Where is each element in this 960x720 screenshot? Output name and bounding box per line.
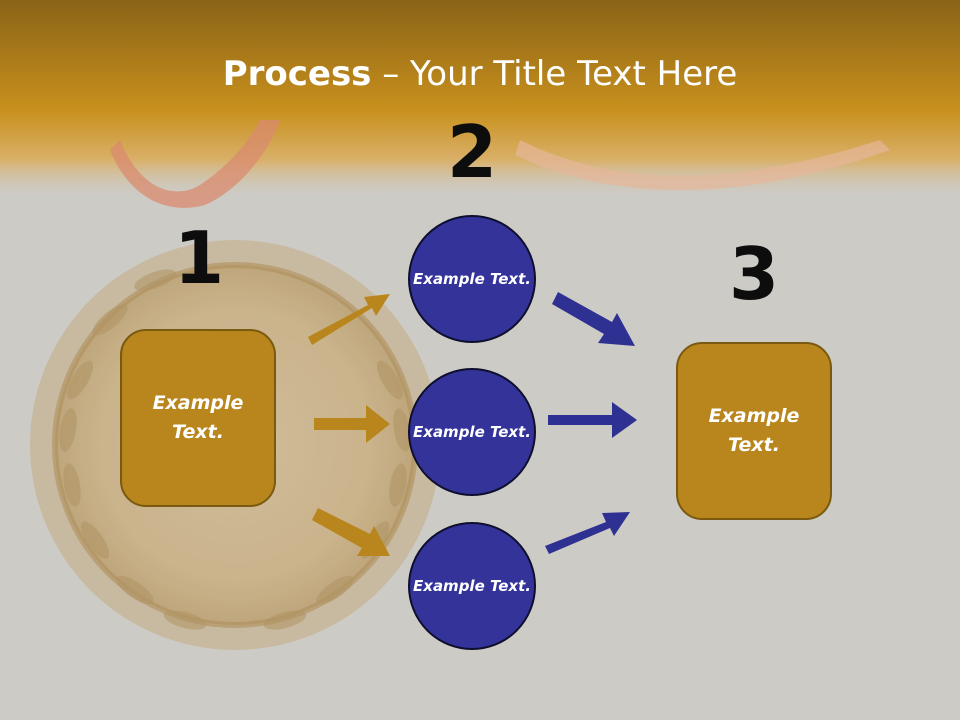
title-rest: – Your Title Text Here <box>371 54 738 94</box>
arrow-up-right-icon <box>308 294 390 345</box>
slide-title: Process – Your Title Text Here <box>0 52 960 96</box>
arrow-up-right-icon <box>545 512 630 554</box>
step-3-box: Example Text. <box>676 342 832 520</box>
step-number-2: 2 <box>446 110 498 194</box>
step-number-1: 1 <box>173 216 225 300</box>
step-1-box: Example Text. <box>120 329 276 507</box>
step-2-circle-top: Example Text. <box>408 215 536 343</box>
ribbon-right <box>515 140 890 191</box>
step-number-3: 3 <box>728 232 780 316</box>
step-3-box-label: Example Text. <box>708 405 800 456</box>
step-2-circle-middle: Example Text. <box>408 368 536 496</box>
circle-label: Example Text. <box>413 422 531 441</box>
title-bold: Process <box>222 54 372 94</box>
ribbon-left <box>110 120 280 208</box>
gold-arrows <box>308 294 390 556</box>
arrow-right-icon <box>314 405 390 443</box>
step-2-circle-bottom: Example Text. <box>408 522 536 650</box>
blue-arrows <box>545 292 637 554</box>
step-1-box-label: Example Text. <box>152 392 244 443</box>
circle-label: Example Text. <box>413 576 531 595</box>
arrow-down-right-icon <box>552 292 635 346</box>
arrow-down-right-icon <box>312 508 390 556</box>
circle-label: Example Text. <box>413 269 531 288</box>
arrow-right-icon <box>548 402 637 438</box>
